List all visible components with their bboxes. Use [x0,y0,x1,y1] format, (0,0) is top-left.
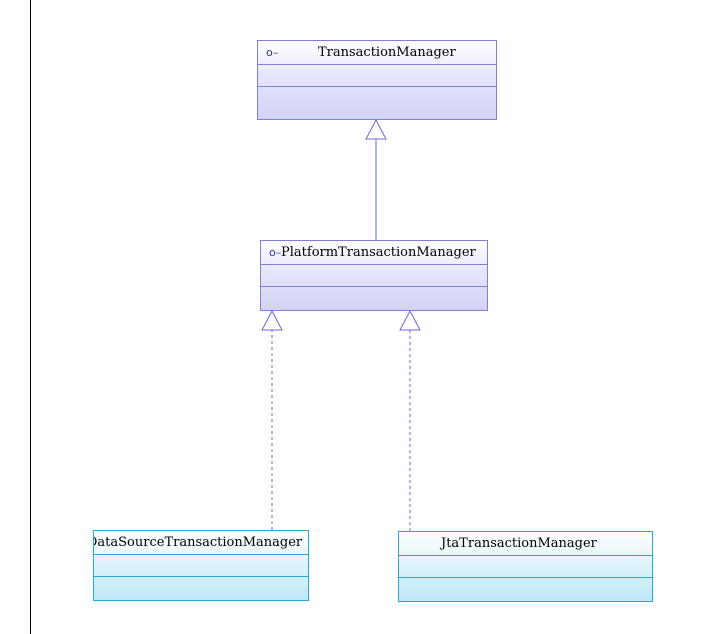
class-name: DataSourceTransactionManager [94,535,303,550]
interface-lollipop-icon: o– [269,246,282,259]
class-box-jta-transaction-manager[interactable]: JtaTransactionManager [398,531,653,602]
realization-arrowhead-jta [399,309,421,331]
class-name-row: o– PlatformTransactionManager [261,241,487,265]
class-name: PlatformTransactionManager [281,245,476,260]
left-border-line [30,0,31,634]
attributes-compartment [399,556,652,578]
class-box-datasource-transaction-manager[interactable]: DataSourceTransactionManager [93,530,309,601]
attributes-compartment [94,555,308,577]
generalization-arrowhead [365,118,387,140]
class-box-transaction-manager[interactable]: o– TransactionManager [257,40,497,120]
interface-lollipop-icon: o– [266,46,279,59]
class-box-platform-transaction-manager[interactable]: o– PlatformTransactionManager [260,240,488,311]
class-name: TransactionManager [318,45,456,60]
attributes-compartment [258,65,496,87]
attributes-compartment [261,265,487,287]
class-name-row: o– TransactionManager [258,41,496,65]
realization-arrowhead-datasource [261,309,283,331]
class-name-row: JtaTransactionManager [399,532,652,556]
class-name: JtaTransactionManager [441,536,597,551]
class-name-row: DataSourceTransactionManager [94,531,308,555]
